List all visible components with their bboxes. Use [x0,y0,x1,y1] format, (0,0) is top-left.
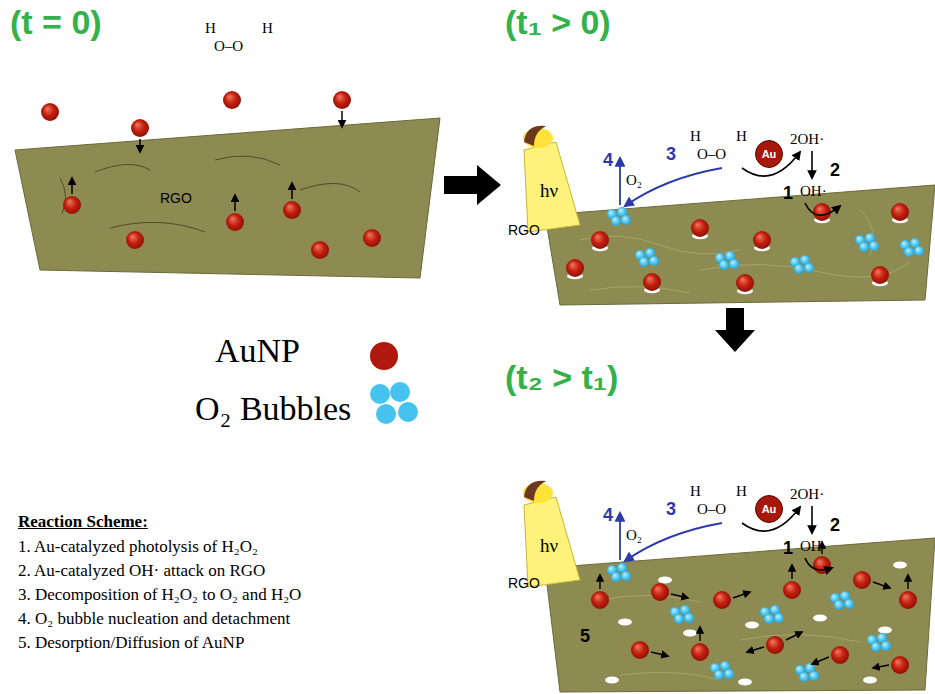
bond-label: O–O [214,38,243,55]
scheme-step: 5. Desorption/Diffusion of AuNP [18,633,244,653]
gas-label: O₂ [626,172,642,189]
legend-swatch [368,340,400,372]
callout-number: 5 [580,626,590,647]
scheme-step: 4. O₂ bubble nucleation and detachment [18,609,290,629]
sheet-label: RGO [160,190,192,206]
light-label: hν [540,535,558,557]
scheme-heading: Reaction Scheme: [18,512,148,532]
sheet-label: RGO [508,222,540,238]
scheme-step: 2. Au-catalyzed OH· attack on RGO [18,561,265,581]
au-catalyst: Au [755,140,783,168]
radical-label: 2OH· [790,486,824,503]
au-catalyst: Au [755,495,783,523]
swatch-dot [370,384,390,404]
swatch-dot [398,402,418,422]
panel-t2: (t₂ > t₁) RGO Au [505,355,935,694]
callout-number: 4 [603,505,613,526]
bond-label: O–O [697,146,726,163]
light-label: hν [540,180,558,202]
atom-label: H [690,483,701,500]
radical-label: 2OH· [790,131,824,148]
time-label: (t₁ > 0) [505,3,611,42]
atom-label: H [736,128,747,145]
callout-number: 1 [783,183,793,204]
callout-number: 3 [666,499,676,520]
callout-number: 2 [830,515,840,536]
gas-label: O₂ [626,527,642,544]
stage-arrow [444,165,501,205]
time-label: (t₂ > t₁) [505,358,618,397]
atom-label: H [690,128,701,145]
bond-label: O–O [697,501,726,518]
radical-label: OH· [800,183,827,200]
swatch-dot [370,342,398,370]
radical-label: OH· [800,538,827,555]
sheet-label: RGO [508,575,540,591]
callout-number: 2 [830,160,840,181]
swatch-dot [376,404,396,424]
stage-arrow [715,308,755,352]
callout-number: 1 [783,538,793,559]
legend-label: AuNP [215,332,300,370]
callout-number: 3 [666,144,676,165]
scheme-step: 3. Decomposition of H₂O₂ to O₂ and H₂O [18,585,301,605]
atom-label: H [205,20,216,37]
atom-label: H [262,20,273,37]
legend-swatch [368,382,420,428]
scheme-step: 1. Au-catalyzed photolysis of H₂O₂ [18,537,258,557]
catalyst-label: Au [762,148,777,160]
legend-label: O₂ Bubbles [195,390,351,428]
swatch-dot [390,382,410,402]
atom-label: H [736,483,747,500]
callout-number: 4 [603,150,613,171]
time-label: (t = 0) [10,3,102,42]
catalyst-label: Au [762,503,777,515]
